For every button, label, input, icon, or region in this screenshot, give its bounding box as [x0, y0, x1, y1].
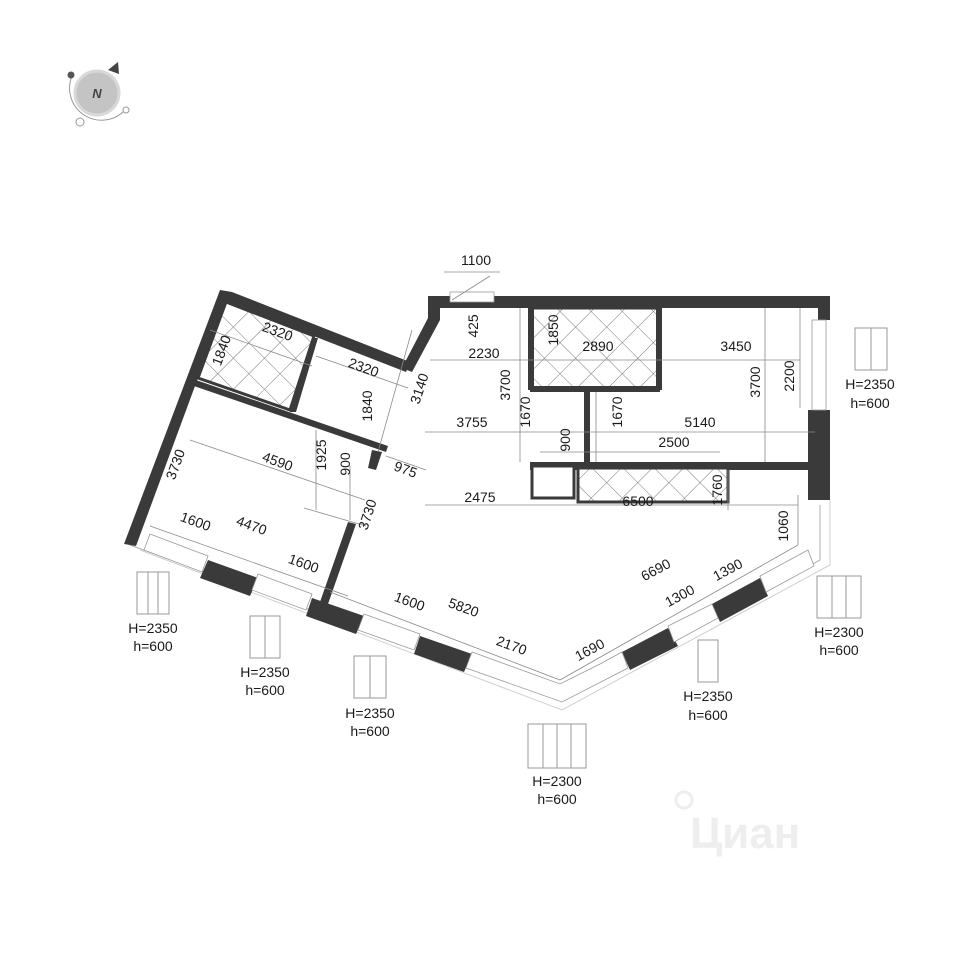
- dim-label: 1850: [545, 314, 561, 345]
- dim-label: 3755: [456, 414, 487, 430]
- window-icon: [816, 575, 862, 619]
- window-sill-label: h=600: [850, 395, 890, 411]
- dim-label: 2475: [464, 489, 495, 505]
- dim-label: 3730: [355, 497, 380, 532]
- window-icon: [353, 655, 387, 699]
- window-icon: [136, 571, 170, 615]
- window-sill-label: h=600: [133, 638, 173, 654]
- window-height-label: H=2350: [845, 376, 895, 392]
- dim-label: 1600: [286, 550, 321, 576]
- compass-icon: N: [67, 62, 130, 127]
- window-sill-label: h=600: [537, 791, 577, 807]
- dim-label: 5140: [684, 414, 715, 430]
- dim-label: 1100: [461, 252, 491, 268]
- watermark: Циан: [674, 790, 800, 858]
- dim-label: 900: [557, 428, 573, 452]
- dim-label: 5820: [446, 594, 481, 620]
- dim-label: 1670: [517, 396, 533, 427]
- dim-label: 2170: [494, 632, 529, 658]
- dimension-lines: [149, 271, 815, 681]
- window-legend: H=2350 h=600 H=2350 h=600 H=2350 h=600 H…: [128, 327, 895, 807]
- window-height-label: H=2350: [683, 688, 733, 704]
- dim-label: 1760: [709, 474, 725, 505]
- dim-label: 1060: [775, 510, 791, 541]
- dim-label: 1300: [662, 581, 697, 610]
- dim-label: 2890: [582, 338, 613, 354]
- dim-label: 3700: [747, 366, 763, 397]
- dim-label: 425: [465, 314, 481, 338]
- dim-label: 6690: [638, 555, 673, 584]
- window-icon: [527, 723, 587, 769]
- window-height-label: H=2350: [345, 705, 395, 721]
- dim-label: 1840: [359, 390, 375, 421]
- dim-label: 3450: [720, 338, 751, 354]
- dim-label: 4470: [234, 512, 269, 538]
- window-sill-label: h=600: [688, 707, 728, 723]
- window-height-label: H=2300: [814, 624, 864, 640]
- dim-label: 3140: [407, 371, 432, 406]
- dim-label: 6500: [622, 493, 653, 509]
- dim-label: 1925: [313, 439, 329, 470]
- watermark-text: Циан: [690, 809, 800, 858]
- window-openings: [143, 291, 827, 703]
- dim-label: 1600: [178, 508, 213, 534]
- dim-label: 2230: [468, 345, 499, 361]
- dim-label: 1390: [710, 555, 745, 584]
- window-sill-label: h=600: [819, 642, 859, 658]
- compass-north-label: N: [92, 86, 102, 101]
- window-icon: [854, 327, 888, 371]
- dim-label: 1600: [392, 588, 427, 614]
- window-height-label: H=2350: [128, 620, 178, 636]
- window-height-label: H=2300: [532, 773, 582, 789]
- dim-label: 1670: [609, 396, 625, 427]
- window-height-label: H=2350: [240, 664, 290, 680]
- window-sill-label: h=600: [350, 723, 390, 739]
- window-sill-label: h=600: [245, 682, 285, 698]
- window-icon: [249, 615, 281, 659]
- window-icon: [697, 639, 719, 683]
- dim-label: 900: [337, 452, 353, 476]
- walls: [124, 290, 830, 672]
- dim-label: 975: [392, 458, 420, 481]
- dim-label: 2200: [781, 360, 797, 391]
- hatched-area-1: [196, 300, 316, 412]
- dim-label: 1690: [572, 635, 607, 664]
- dim-label: 2500: [658, 434, 689, 450]
- dim-label: 3700: [497, 369, 513, 400]
